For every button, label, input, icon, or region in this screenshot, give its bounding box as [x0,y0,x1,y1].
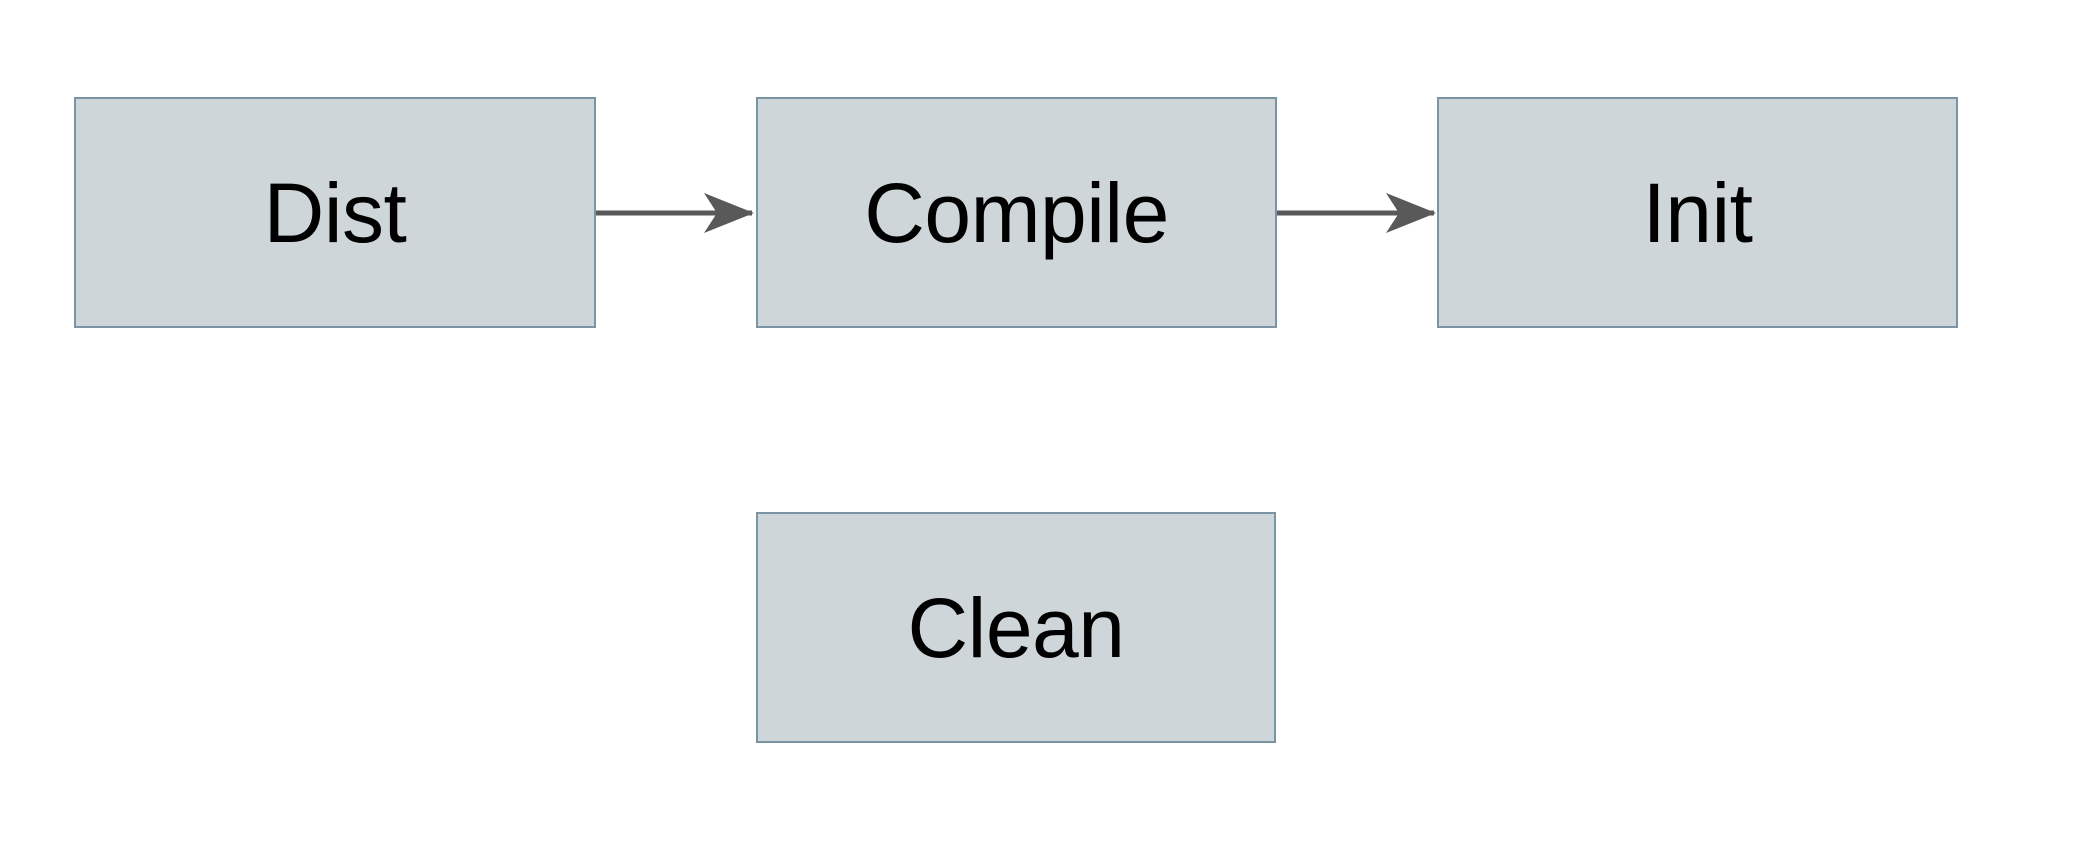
node-init[interactable]: Init [1437,97,1958,328]
node-compile-label: Compile [864,165,1169,260]
node-clean[interactable]: Clean [756,512,1276,743]
node-init-label: Init [1642,165,1753,260]
node-compile[interactable]: Compile [756,97,1277,328]
node-clean-label: Clean [907,580,1125,675]
node-dist[interactable]: Dist [74,97,596,328]
node-dist-label: Dist [263,165,407,260]
